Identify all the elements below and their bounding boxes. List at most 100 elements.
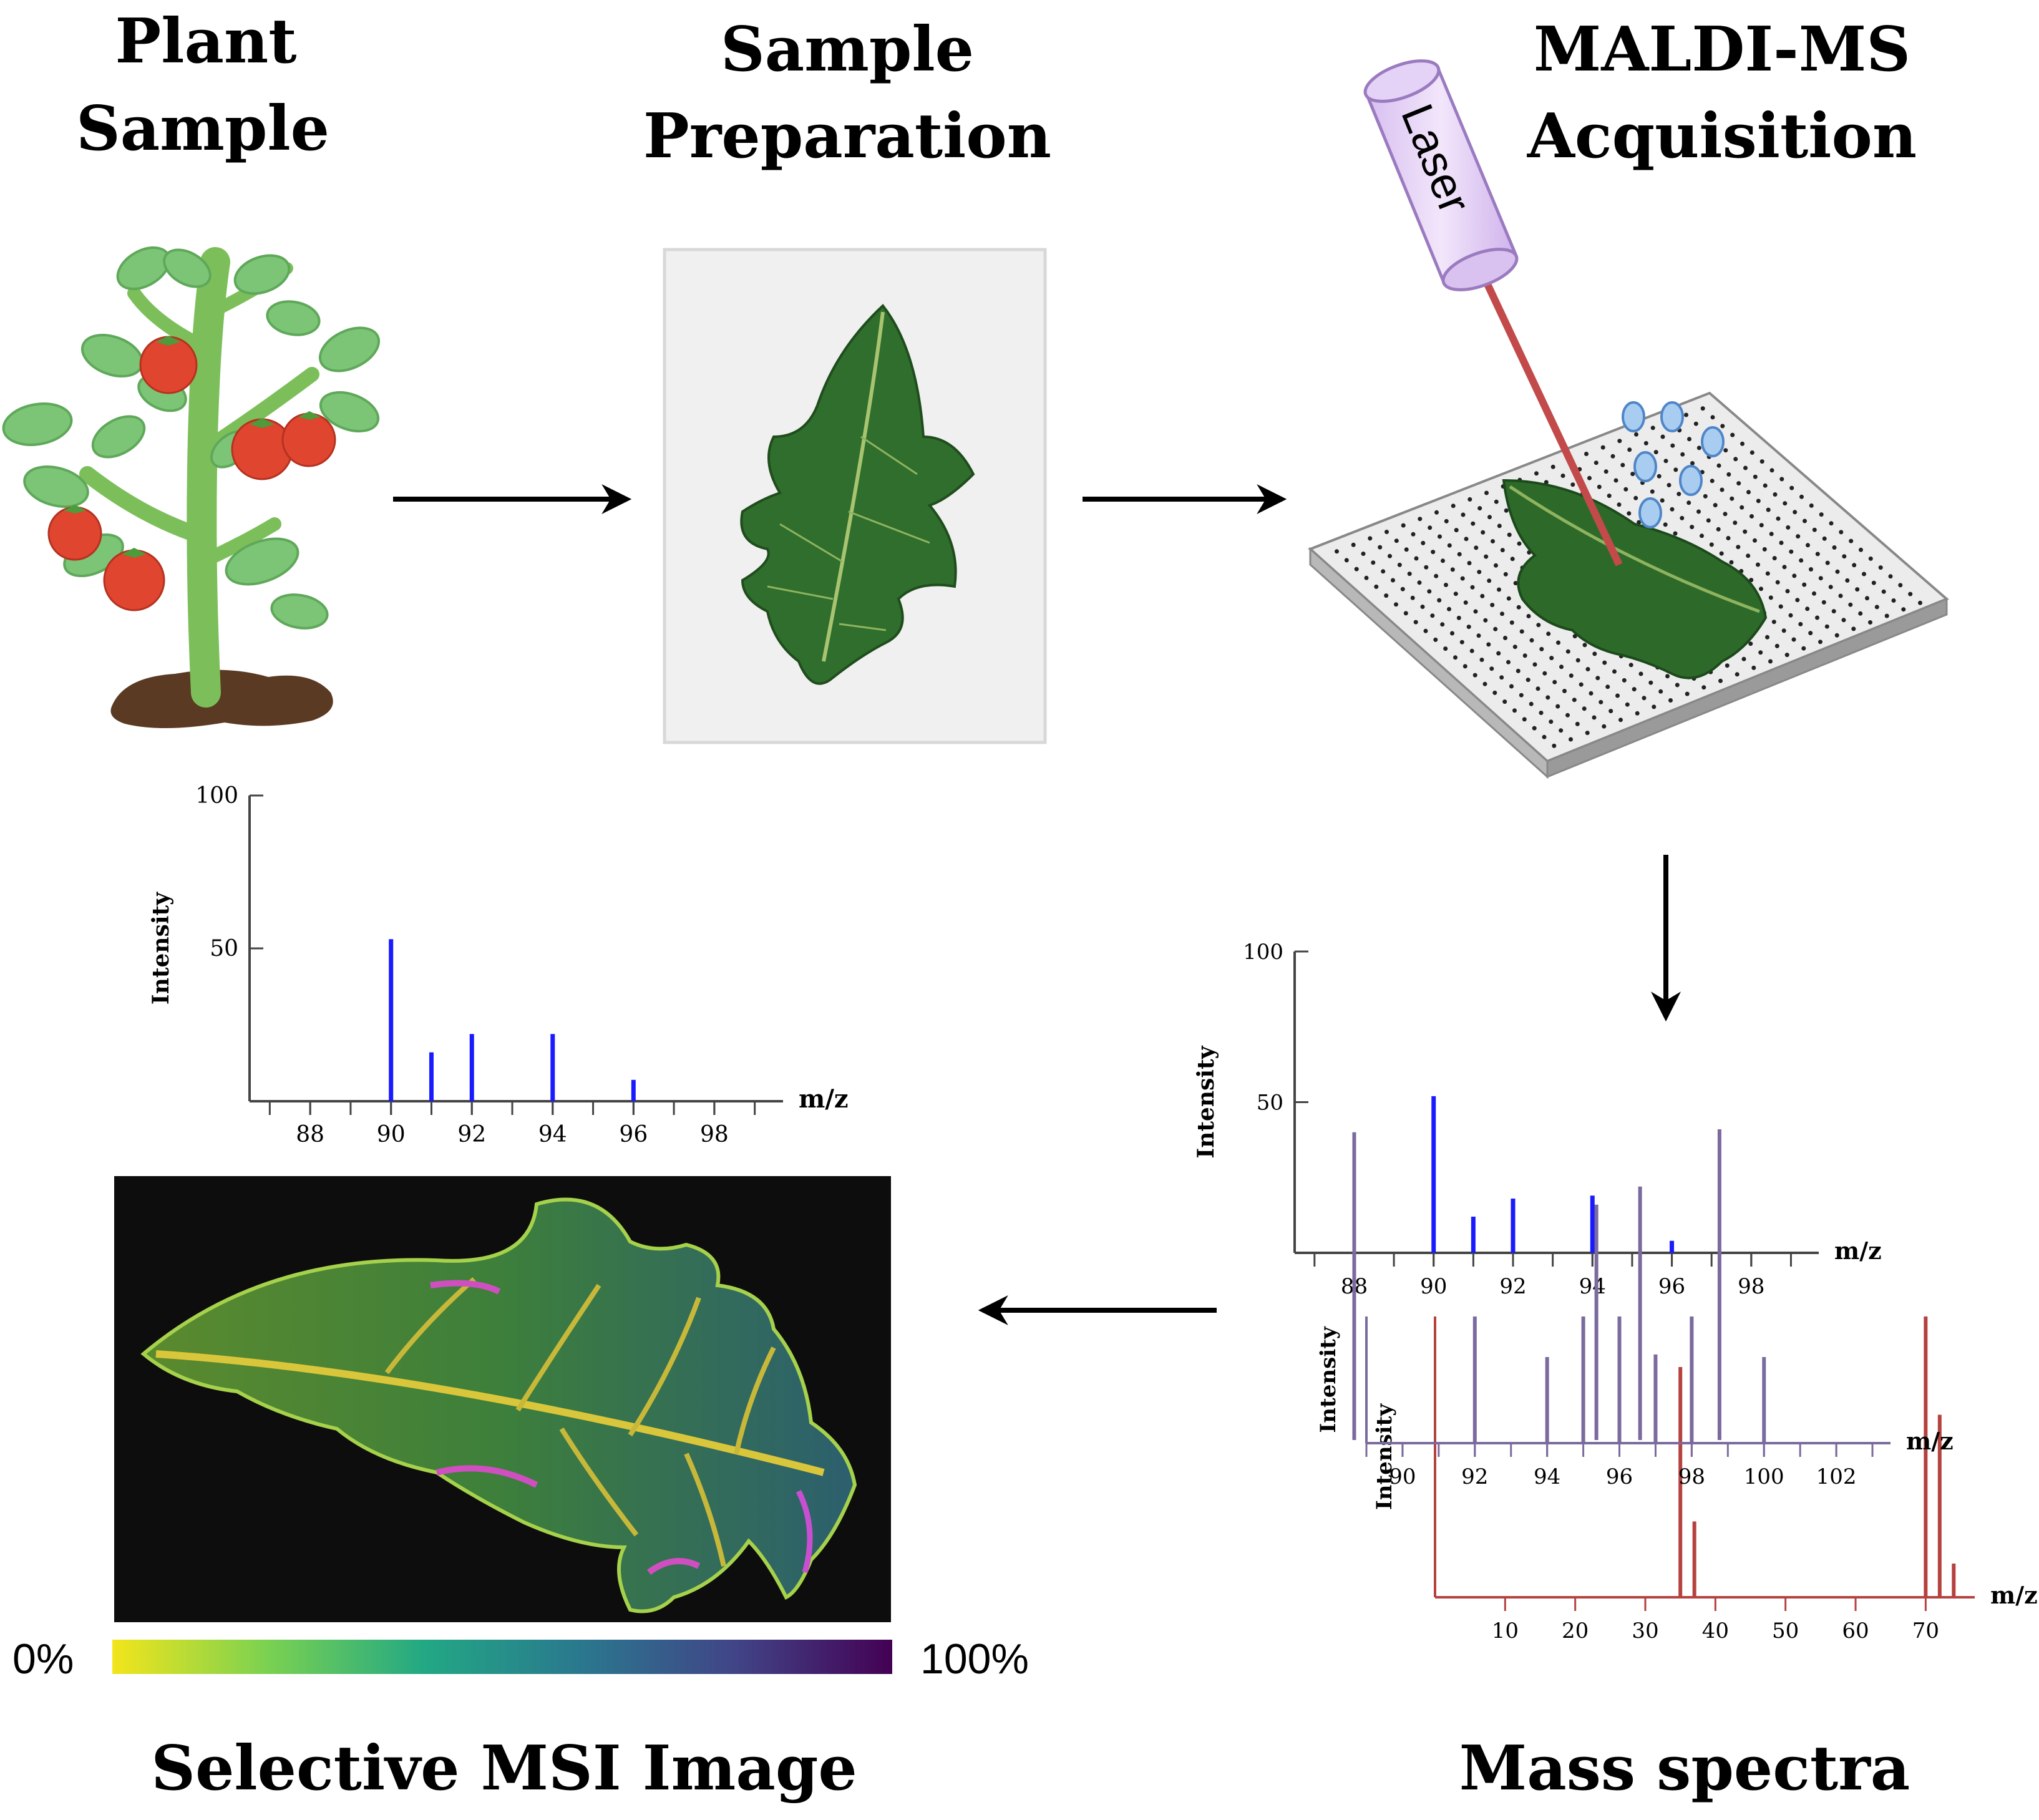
plate-dot — [1587, 475, 1592, 480]
plate-dot — [1572, 698, 1577, 703]
plate-dot — [1608, 709, 1613, 714]
plate-dot — [1665, 674, 1670, 679]
plate-dot — [1788, 613, 1793, 618]
plate-dot — [1878, 565, 1883, 570]
plate-dot — [1756, 499, 1761, 504]
plate-dot — [1487, 578, 1492, 583]
prep-title-line1: Sample — [721, 14, 974, 85]
plate-dot — [1502, 699, 1507, 704]
plate-dot — [1696, 445, 1701, 450]
plate-dot — [1818, 640, 1822, 645]
plate-dot — [1344, 558, 1349, 563]
plate-dot — [1565, 713, 1570, 718]
plate-dot — [1832, 545, 1837, 550]
plate-dot — [1433, 637, 1438, 642]
plate-dot — [1868, 556, 1873, 561]
plate-dot — [1828, 585, 1833, 590]
plate-dot — [1729, 560, 1734, 565]
plate-dot — [1759, 459, 1764, 464]
plate-dot — [1486, 642, 1491, 647]
plate-dot — [1740, 505, 1745, 510]
plate-dot — [1686, 500, 1691, 505]
plate-dot — [1534, 471, 1539, 476]
plate-dot — [1726, 536, 1731, 540]
plate-dot — [1643, 440, 1648, 445]
plate-dot — [1506, 659, 1511, 664]
plate-dot — [1726, 472, 1731, 477]
plate-dot — [1618, 718, 1623, 723]
plate-dot — [1786, 525, 1791, 530]
laser-beam — [1472, 257, 1623, 567]
plate-dot — [1483, 618, 1488, 623]
plate-dot — [1825, 560, 1830, 565]
plate-dot — [1690, 525, 1695, 530]
plate-dot — [1556, 640, 1560, 645]
x-tick-label: 96 — [1658, 1274, 1685, 1299]
plate-dot — [1723, 448, 1728, 453]
plate-dot — [1781, 628, 1786, 633]
colorbar-gradient — [112, 1640, 892, 1674]
x-tick-label: 40 — [1702, 1618, 1729, 1643]
msi-image — [114, 1176, 891, 1622]
plate-dot — [1848, 602, 1853, 607]
plate-dot — [1627, 447, 1632, 452]
plate-dot — [1634, 432, 1638, 437]
plate-dot — [1592, 715, 1597, 720]
plate-dot — [1401, 523, 1406, 528]
plate-dot — [1710, 479, 1715, 484]
plate-dot — [1700, 406, 1705, 411]
plate-dot — [1774, 643, 1779, 648]
plate-dot — [1612, 669, 1617, 674]
plate-dot — [1822, 536, 1827, 541]
plate-dot — [1354, 567, 1359, 572]
plate-dot — [1633, 495, 1638, 500]
plate-dot — [1549, 656, 1554, 661]
plate-dot — [1693, 421, 1698, 426]
plate-dot — [1613, 478, 1618, 483]
plate-dot — [1450, 567, 1455, 572]
x-tick-label: 60 — [1842, 1618, 1869, 1643]
ion-droplets — [1622, 401, 1725, 528]
x-tick-label: 90 — [1420, 1274, 1447, 1299]
plate-dot — [1443, 646, 1448, 651]
plate-dot — [1685, 691, 1690, 696]
plate-dot — [1400, 586, 1405, 591]
plate-dot — [1559, 664, 1564, 669]
plate-dot — [1512, 645, 1517, 650]
plate-dot — [1434, 510, 1439, 515]
plate-dot — [1413, 620, 1418, 625]
plate-dot — [1454, 528, 1459, 533]
plate-dot — [1632, 687, 1637, 692]
plate-dot — [1509, 684, 1514, 689]
plate-dot — [1438, 534, 1442, 539]
plate-dot — [1812, 591, 1816, 596]
plate-dot — [1842, 554, 1847, 559]
plate-dot — [1595, 676, 1600, 681]
colorbar-min-label: 0% — [12, 1635, 74, 1683]
plate-dot — [1792, 573, 1797, 578]
x-tick-label: 10 — [1492, 1618, 1519, 1643]
colorbar-max-label: 100% — [920, 1635, 1029, 1683]
plate-dot — [1582, 706, 1587, 711]
plate-dot — [1628, 663, 1633, 668]
plate-dot — [1650, 426, 1655, 431]
plate-dot — [1720, 424, 1725, 429]
plate-dot — [1361, 552, 1366, 556]
plate-dot — [1473, 609, 1478, 614]
plate-dot — [1467, 497, 1472, 502]
plate-dot — [1552, 679, 1557, 684]
plate-dot — [1716, 463, 1721, 468]
plate-dot — [1865, 596, 1869, 601]
plate-dot — [1444, 583, 1448, 587]
plate-dot — [1768, 659, 1773, 664]
plate-dot — [1812, 527, 1817, 532]
plate-dot — [1506, 596, 1511, 601]
plate-dot — [1462, 664, 1467, 669]
x-tick-label: 50 — [1772, 1618, 1799, 1643]
plate-dot — [1831, 609, 1836, 614]
plate-dot — [1723, 512, 1728, 517]
plate-dot — [1881, 589, 1886, 594]
plate-dot — [1851, 626, 1856, 631]
plate-dot — [1765, 571, 1770, 576]
plate-dot — [1582, 643, 1587, 648]
